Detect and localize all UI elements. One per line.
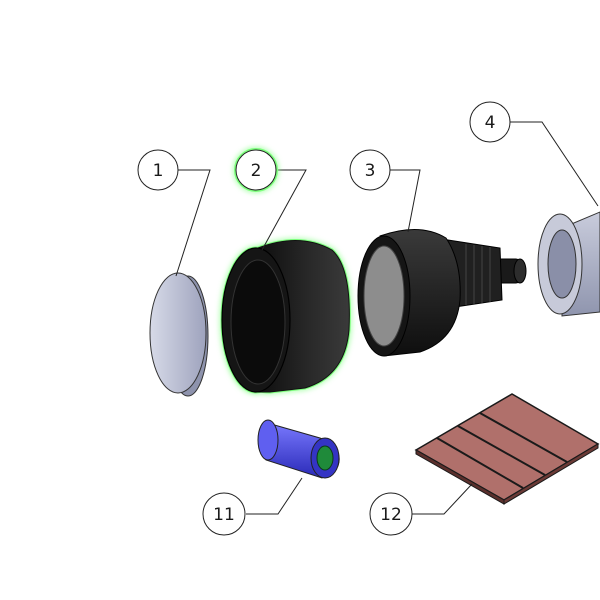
balloon-4[interactable]: 4 xyxy=(469,101,511,143)
leader-lines xyxy=(175,121,599,515)
part-3-cap[interactable] xyxy=(357,228,527,357)
leader-3 xyxy=(390,169,421,233)
part-4-sleeve[interactable] xyxy=(537,211,600,317)
balloon-12[interactable]: 12 xyxy=(369,492,413,536)
part-1-disc[interactable] xyxy=(149,272,209,397)
balloon-3[interactable]: 3 xyxy=(349,149,391,191)
balloon-11[interactable]: 11 xyxy=(202,492,246,536)
balloon-1-label: 1 xyxy=(153,161,164,181)
balloon-2[interactable]: 2 xyxy=(234,148,278,192)
leader-2 xyxy=(261,169,307,251)
leader-1 xyxy=(175,169,211,277)
balloon-4-label: 4 xyxy=(485,113,496,133)
balloon-11-label: 11 xyxy=(213,505,235,525)
balloon-2-label: 2 xyxy=(251,161,262,181)
leader-12 xyxy=(412,483,473,515)
balloon-1[interactable]: 1 xyxy=(137,149,179,191)
leader-4 xyxy=(510,121,599,207)
balloon-12-label: 12 xyxy=(380,505,402,525)
part-12-plate[interactable] xyxy=(414,393,600,505)
part-11-cylinder[interactable] xyxy=(257,419,340,479)
part-2-cup[interactable] xyxy=(220,238,351,394)
leader-11 xyxy=(246,477,303,515)
balloon-3-label: 3 xyxy=(365,161,376,181)
